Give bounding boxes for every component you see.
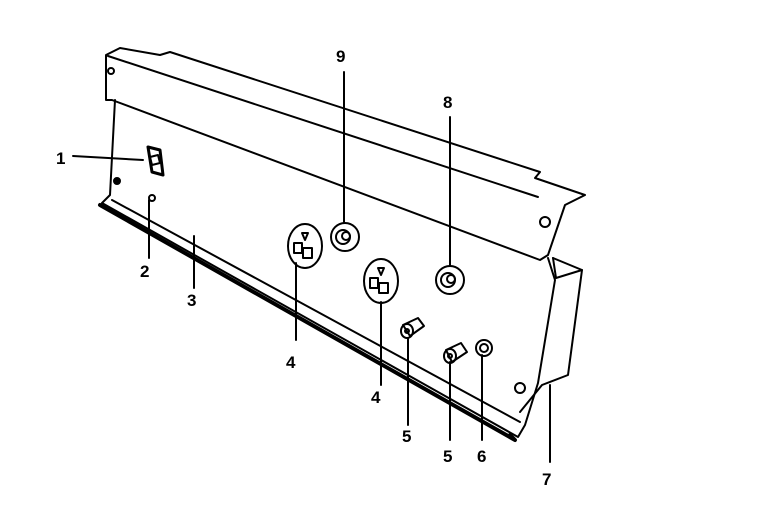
receptacle-icon <box>287 223 323 269</box>
terminal-post-icon <box>475 339 493 357</box>
callout-5a: 5 <box>402 427 411 446</box>
callout-1: 1 <box>56 149 65 168</box>
leader-line-1 <box>72 155 144 161</box>
callout-5b: 5 <box>443 447 452 466</box>
panel-front-face <box>101 99 556 438</box>
callout-6: 6 <box>477 447 486 466</box>
fuse-holder-icon <box>400 317 425 339</box>
panel-top-lip <box>105 47 586 261</box>
knob-nut-icon <box>435 265 465 295</box>
callout-4b: 4 <box>371 388 381 407</box>
fuse-holder-icon <box>443 342 468 364</box>
callout-4a: 4 <box>286 353 296 372</box>
callout-3: 3 <box>187 291 196 310</box>
knob-nut-icon <box>330 222 360 252</box>
receptacle-icon <box>363 258 399 304</box>
callout-2: 2 <box>140 262 149 281</box>
callout-7: 7 <box>542 470 551 489</box>
callout-8: 8 <box>443 93 452 112</box>
callout-9: 9 <box>336 47 345 66</box>
rocker-switch-icon <box>146 145 165 177</box>
side-bracket <box>519 257 583 413</box>
panel-bottom-flange <box>98 203 517 442</box>
indicator-light-icon <box>148 194 156 202</box>
